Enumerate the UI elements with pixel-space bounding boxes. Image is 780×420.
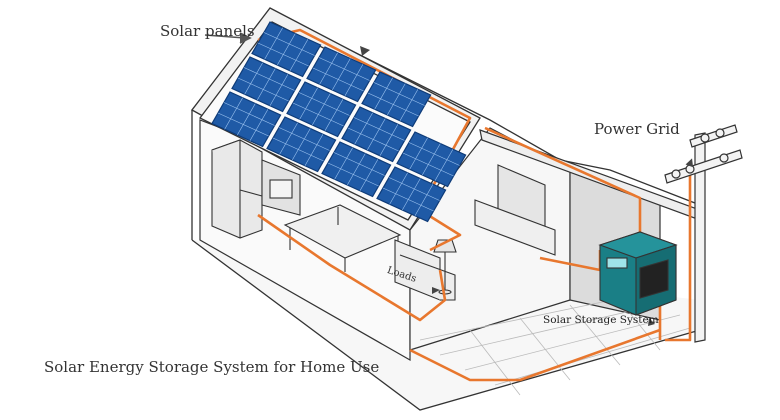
solar-storage-unit (598, 231, 678, 316)
panel-cell-line (279, 122, 298, 155)
panel-cell-line (344, 64, 364, 96)
panel-cell-line (332, 58, 351, 91)
panel-cell-line (373, 82, 425, 106)
panel-cell-line (324, 99, 344, 131)
panel-cell-line (257, 42, 309, 67)
panel-cell-line (408, 142, 460, 166)
label-solar-storage-system: Solar Storage System (543, 314, 659, 326)
table (283, 204, 402, 272)
panel-cell-line (414, 184, 434, 216)
panel-cell-line (237, 103, 256, 136)
panel-cell-line (264, 27, 283, 60)
panel-cell-line (224, 97, 243, 130)
panel-cell-line (353, 117, 405, 141)
panel-cell-line (359, 159, 379, 191)
panel-cell-line (292, 102, 344, 127)
panel-cell-line (312, 93, 331, 126)
panel-cell-line (327, 162, 379, 187)
panel-cell-line (312, 67, 364, 92)
panel-cell-line (299, 87, 318, 120)
label-solar-panels: Solar panels (160, 22, 255, 40)
panel-cell-line (237, 77, 289, 102)
solar-panel-array (211, 21, 467, 223)
panel-cell-line (277, 33, 296, 66)
panel-cell-line (379, 124, 399, 156)
panel-cell-line (347, 153, 366, 186)
panel-cell-line (249, 109, 269, 141)
panel-cell-line (347, 127, 399, 152)
panel-cell-line (374, 77, 393, 110)
utility-pole-icon (664, 124, 743, 343)
panel-cell-line (289, 39, 309, 71)
panel-cell-line (257, 68, 276, 101)
panel-cell-line (387, 83, 406, 116)
panel-cell-line (217, 112, 269, 137)
panel-cell-line (243, 67, 295, 91)
panel-cell-line (319, 52, 338, 85)
pointer-line (204, 32, 252, 44)
panel-cell-line (367, 92, 419, 117)
panel-cell-line (388, 177, 440, 201)
label-power-grid: Power Grid (594, 120, 680, 138)
panel-cell-line (223, 102, 275, 126)
panel-cell-line (269, 74, 289, 106)
panel-cell-line (402, 178, 421, 211)
panel-cell-line (304, 134, 324, 166)
panel-cell-line (399, 89, 419, 121)
caption: Solar Energy Storage System for Home Use (44, 358, 380, 376)
panel-cell-line (402, 152, 454, 177)
arrow-icon (360, 46, 694, 326)
panel-cell-line (298, 92, 350, 116)
panel-cell-line (278, 127, 330, 151)
panel-cell-line (367, 118, 386, 151)
panel-cell-line (292, 128, 311, 161)
panel-cell-line (354, 112, 373, 145)
panel-cell-line (382, 187, 434, 212)
panel-cell-line (333, 152, 385, 176)
panel-cell-line (422, 143, 441, 176)
panel-cell-line (318, 57, 370, 81)
fridge (211, 139, 263, 239)
panel-cell-line (272, 137, 324, 162)
sofa (394, 239, 456, 301)
tv-set (474, 164, 556, 256)
panel-cell-line (263, 32, 315, 56)
wiring (257, 28, 692, 382)
panel-cell-line (244, 62, 263, 95)
panel-cell-line (434, 149, 454, 181)
panel-cell-line (409, 137, 428, 170)
panel-cell-line (334, 147, 353, 180)
stove (261, 159, 301, 216)
panel-cell-line (389, 172, 408, 205)
